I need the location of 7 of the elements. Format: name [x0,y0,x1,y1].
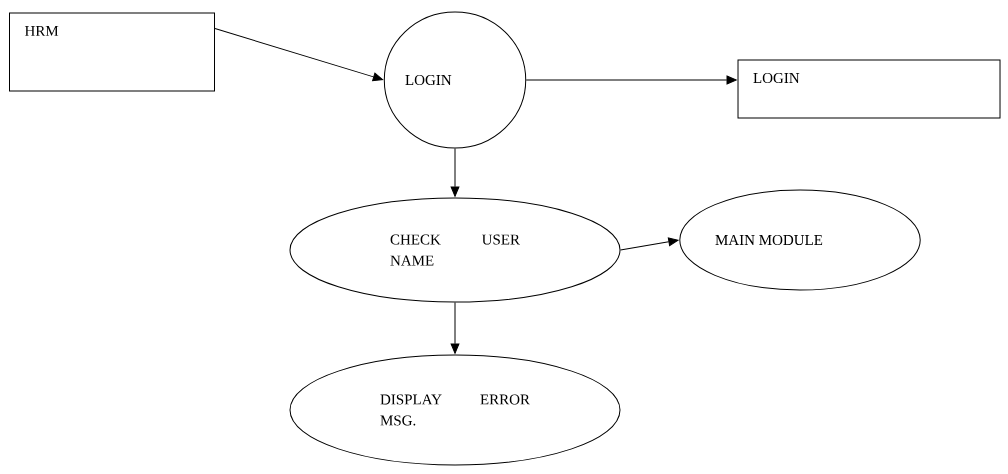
arrow [525,75,737,85]
arrow [450,302,460,354]
arrow [620,237,679,251]
process-box: HRM [9,12,215,92]
arrow [214,28,384,82]
arrow [450,148,460,197]
process-box: LOGIN [737,59,1001,119]
